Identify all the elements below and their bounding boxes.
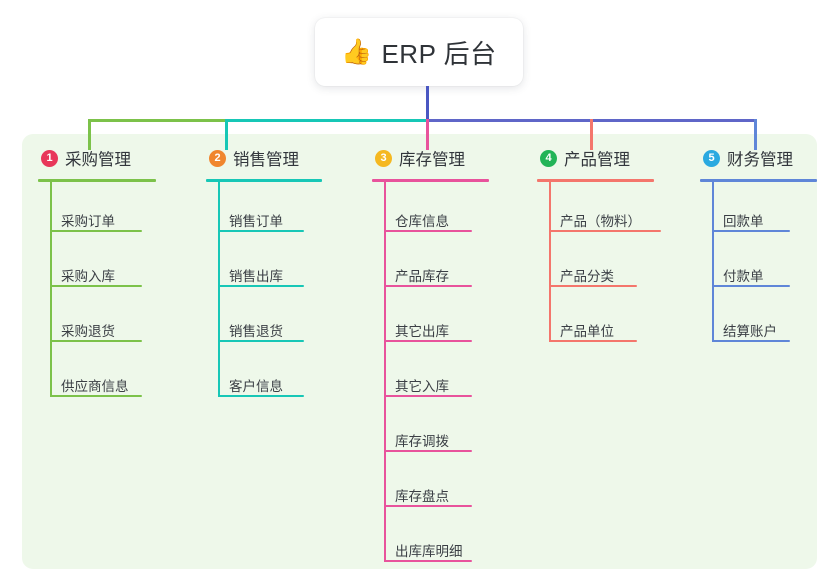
- leaf-underline: [218, 230, 304, 232]
- branch-header-2[interactable]: 2 销售管理: [198, 146, 344, 170]
- branch-column-4: 4 产品管理产品（物料） 产品分类产品单位: [529, 146, 676, 350]
- leaf-underline: [218, 395, 304, 397]
- root-stem-line: [426, 86, 429, 122]
- branch-title-1: 采购管理: [65, 151, 131, 169]
- branch-column-1: 1 采购管理采购订单采购入库采购退货供应商信息: [30, 146, 178, 405]
- branch-badge-4: 4: [540, 149, 557, 167]
- leaf-underline: [384, 505, 472, 507]
- leaf-item[interactable]: 销售订单: [229, 214, 283, 229]
- leaf-item[interactable]: 采购入库: [61, 269, 115, 284]
- branch-column-2: 2 销售管理销售订单销售出库销售退货客户信息: [198, 146, 344, 405]
- branch-header-3[interactable]: 3 库存管理: [364, 146, 511, 170]
- branch-title-2: 销售管理: [233, 151, 299, 169]
- leaf-item[interactable]: 库存调拨: [395, 434, 449, 449]
- leaf-underline: [218, 340, 304, 342]
- branch-spine-2: [218, 179, 220, 397]
- branch-header-4[interactable]: 4 产品管理: [529, 146, 676, 170]
- leaf-underline: [218, 285, 304, 287]
- branch-column-5: 5 财务管理回款单付款单结算账户: [692, 146, 839, 350]
- drop-line-branch-2: [225, 119, 228, 150]
- leaf-item[interactable]: 采购退货: [61, 324, 115, 339]
- leaf-underline: [712, 285, 790, 287]
- leaf-item[interactable]: 产品分类: [560, 269, 614, 284]
- branch-underline-4: [537, 179, 654, 182]
- leaf-item[interactable]: 库存盘点: [395, 489, 449, 504]
- leaf-item[interactable]: 客户信息: [229, 379, 283, 394]
- branch-spine-4: [549, 179, 551, 342]
- leaf-item[interactable]: 其它出库: [395, 324, 449, 339]
- leaf-item[interactable]: 结算账户: [723, 324, 777, 339]
- branch-title-4: 产品管理: [564, 151, 630, 169]
- branch-badge-3: 3: [375, 149, 392, 167]
- leaf-underline: [50, 395, 142, 397]
- branches-panel: [22, 134, 817, 569]
- leaf-item[interactable]: 销售退货: [229, 324, 283, 339]
- leaf-item[interactable]: 产品单位: [560, 324, 614, 339]
- leaf-underline: [549, 230, 661, 232]
- branch-column-3: 3 库存管理仓库信息产品库存其它出库其它入库库存调拨库存盘点出库库明细: [364, 146, 511, 570]
- leaf-item[interactable]: 其它入库: [395, 379, 449, 394]
- leaf-item[interactable]: 仓库信息: [395, 214, 449, 229]
- branch-spine-5: [712, 179, 714, 342]
- leaf-underline: [384, 285, 472, 287]
- branch-underline-2: [206, 179, 322, 182]
- drop-line-branch-5: [754, 119, 757, 150]
- bus-segment-left-green: [88, 119, 225, 122]
- branch-header-1[interactable]: 1 采购管理: [30, 146, 178, 170]
- leaf-item[interactable]: 产品库存: [395, 269, 449, 284]
- branch-underline-5: [700, 179, 817, 182]
- leaf-underline: [384, 450, 472, 452]
- leaf-underline: [384, 560, 472, 562]
- branch-badge-2: 2: [209, 149, 226, 167]
- leaf-underline: [384, 340, 472, 342]
- branch-title-3: 库存管理: [399, 151, 465, 169]
- leaf-underline: [712, 340, 790, 342]
- leaf-underline: [549, 285, 637, 287]
- drop-line-branch-3: [426, 119, 429, 150]
- leaf-item[interactable]: 产品（物料）: [560, 214, 641, 229]
- leaf-underline: [384, 395, 472, 397]
- branch-title-5: 财务管理: [727, 151, 793, 169]
- branch-badge-5: 5: [703, 149, 720, 167]
- leaf-underline: [712, 230, 790, 232]
- leaf-item[interactable]: 采购订单: [61, 214, 115, 229]
- leaf-item[interactable]: 回款单: [723, 214, 764, 229]
- branch-badge-1: 1: [41, 149, 58, 167]
- leaf-underline: [50, 340, 142, 342]
- branch-spine-3: [384, 179, 386, 562]
- branch-header-5[interactable]: 5 财务管理: [692, 146, 839, 170]
- leaf-item[interactable]: 供应商信息: [61, 379, 129, 394]
- root-title: ERP 后台: [381, 38, 497, 69]
- root-node[interactable]: 👍 ERP 后台: [315, 18, 523, 86]
- leaf-underline: [50, 285, 142, 287]
- drop-line-branch-1: [88, 119, 91, 150]
- leaf-underline: [384, 230, 472, 232]
- drop-line-branch-4: [590, 119, 593, 150]
- bus-segment-teal: [225, 119, 426, 122]
- thumbs-up-icon: 👍: [341, 37, 373, 66]
- branch-underline-3: [372, 179, 489, 182]
- leaf-item[interactable]: 出库库明细: [395, 544, 463, 559]
- leaf-item[interactable]: 销售出库: [229, 269, 283, 284]
- leaf-item[interactable]: 付款单: [723, 269, 764, 284]
- branch-spine-1: [50, 179, 52, 397]
- leaf-underline: [50, 230, 142, 232]
- leaf-underline: [549, 340, 637, 342]
- branch-underline-1: [38, 179, 156, 182]
